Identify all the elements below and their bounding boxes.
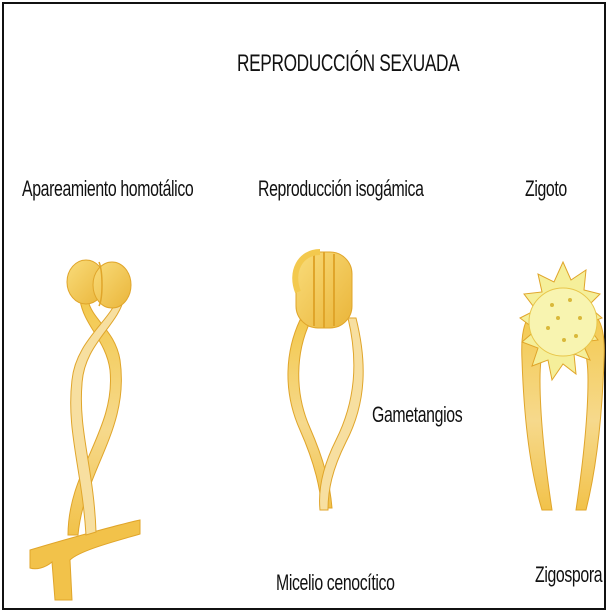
isogamic-reproduction-illustration xyxy=(288,252,363,510)
base-mycelium xyxy=(30,520,140,600)
zygote-illustration xyxy=(520,262,604,510)
right-hypha xyxy=(320,318,364,510)
right-gametangium xyxy=(93,262,131,308)
homothallic-mating-illustration xyxy=(30,260,140,600)
